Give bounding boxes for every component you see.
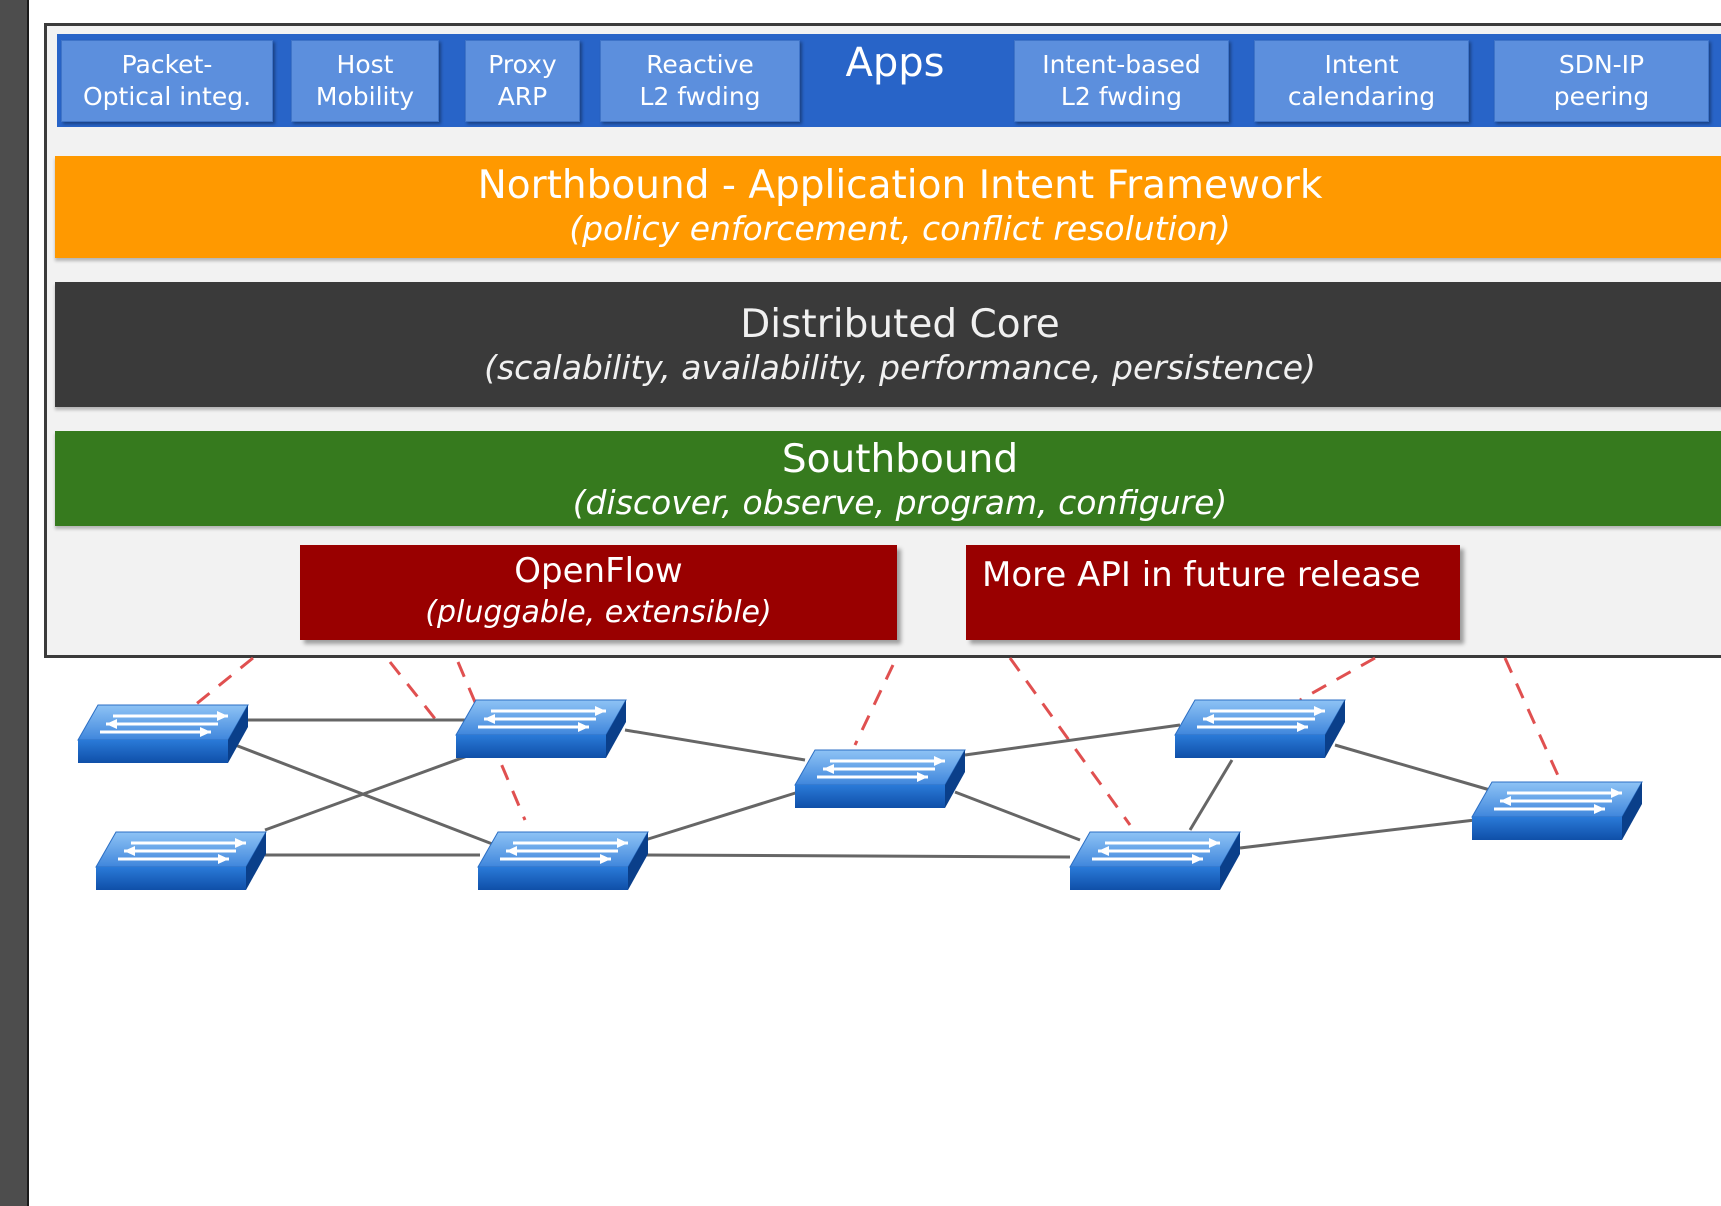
northbound-title: Northbound - Application Intent Framewor…: [477, 163, 1323, 208]
control-link: [194, 656, 254, 707]
left-sidebar-edge: [0, 0, 27, 1206]
left-divider-line: [27, 0, 29, 1206]
switch-icon: [1470, 780, 1644, 842]
data-link: [644, 853, 1071, 859]
northbound-subtitle: (policy enforcement, conflict resolution…: [569, 209, 1231, 248]
openflow-box: OpenFlow (pluggable, extensible): [300, 545, 897, 640]
control-link: [1008, 657, 1132, 826]
data-link: [954, 790, 1081, 842]
core-title: Distributed Core: [740, 302, 1060, 347]
northbound-layer: Northbound - Application Intent Framewor…: [55, 156, 1721, 258]
app-reactive-l2-fwding: Reactive L2 fwding: [600, 40, 800, 122]
app-intent-calendaring: Intent calendaring: [1254, 40, 1469, 122]
openflow-title: OpenFlow: [514, 551, 683, 591]
data-link: [964, 723, 1181, 757]
control-link: [1299, 656, 1376, 702]
app-proxy-arp: Proxy ARP: [465, 40, 580, 122]
distributed-core-layer: Distributed Core (scalability, availabil…: [55, 282, 1721, 407]
data-link: [1188, 759, 1234, 831]
switch-icon: [793, 748, 967, 810]
switch-icon: [1068, 830, 1242, 892]
control-link: [1503, 657, 1562, 781]
app-sdn-ip-peering: SDN-IP peering: [1494, 40, 1709, 122]
control-link: [388, 661, 442, 726]
app-host-mobility: Host Mobility: [291, 40, 439, 122]
data-link: [1334, 743, 1491, 792]
switch-icon: [454, 698, 628, 760]
apps-title: Apps: [845, 40, 945, 86]
data-links: [229, 718, 1491, 859]
switch-icon: [76, 703, 250, 765]
openflow-subtitle: (pluggable, extensible): [425, 595, 772, 630]
switch-icon: [476, 830, 650, 892]
data-link: [1239, 818, 1476, 850]
switch-icon: [1173, 698, 1347, 760]
southbound-subtitle: (discover, observe, program, configure): [572, 483, 1228, 522]
more-api-label: More API in future release: [982, 555, 1421, 595]
switch-icon: [94, 830, 268, 892]
more-api-box: More API in future release: [966, 545, 1460, 640]
data-link: [644, 788, 806, 842]
app-intent-based-l2-fwding: Intent-based L2 fwding: [1014, 40, 1229, 122]
southbound-title: Southbound: [781, 437, 1019, 482]
control-link: [853, 664, 895, 746]
southbound-layer: Southbound (discover, observe, program, …: [55, 431, 1721, 526]
app-packet-optical: Packet- Optical integ.: [61, 40, 273, 122]
core-subtitle: (scalability, availability, performance,…: [484, 348, 1316, 387]
data-link: [264, 753, 471, 832]
data-link: [624, 728, 806, 762]
